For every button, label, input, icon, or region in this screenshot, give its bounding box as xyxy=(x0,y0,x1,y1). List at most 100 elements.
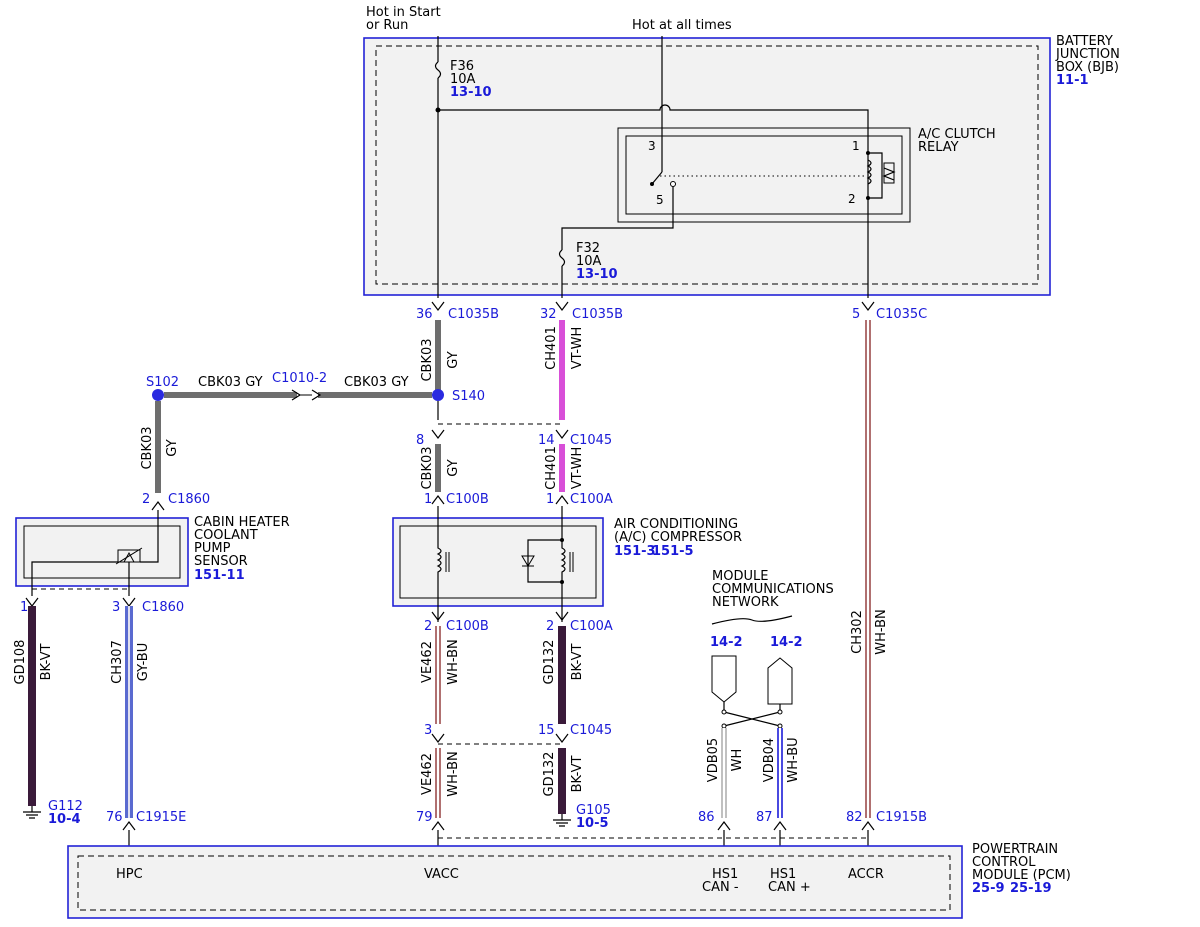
network-ref-left: 14-2 xyxy=(710,635,743,650)
ground-g105: G105 10-5 xyxy=(553,803,611,831)
pcm-pin-hs1-can-minus-1: HS1 xyxy=(712,867,738,882)
sensor-title-2: COOLANT xyxy=(194,528,258,543)
wire-ve462-lower-name: VE462 xyxy=(420,753,435,795)
wire-ch401-lower-color: VT-WH xyxy=(570,447,585,489)
wire-cbk03-sensor xyxy=(155,401,161,493)
f36-rating: 10A xyxy=(450,72,476,87)
compressor-title-2: (A/C) COMPRESSOR xyxy=(614,530,742,545)
pcm-pin-hs1-can-plus-2: CAN + xyxy=(768,880,811,895)
svg-text:5: 5 xyxy=(852,307,860,322)
connector-c100a-1: 1 C100A xyxy=(546,492,613,507)
svg-text:C1035B: C1035B xyxy=(448,307,499,322)
svg-text:C100A: C100A xyxy=(570,492,613,507)
wire-ch302-name: CH302 xyxy=(850,610,865,654)
svg-text:C1035C: C1035C xyxy=(876,307,927,322)
bjb-title-1: BATTERY xyxy=(1056,34,1113,49)
relay-pin-2: 2 xyxy=(848,192,856,206)
connector-c1915e-76: 76 C1915E xyxy=(106,810,186,831)
pcm-pin-hpc: HPC xyxy=(116,867,143,882)
pcm-pin-hs1-can-plus-1: HS1 xyxy=(770,867,796,882)
connector-c1045-15: 15 C1045 xyxy=(538,723,612,743)
pcm-ref-1: 25-9 xyxy=(972,881,1005,896)
f32-ref: 13-10 xyxy=(576,267,618,282)
splice-s140 xyxy=(432,389,444,401)
network-title-1: MODULE xyxy=(712,569,768,584)
wire-ch401-upper-name: CH401 xyxy=(544,326,559,370)
wire-ch307-name: CH307 xyxy=(110,640,125,684)
wire-cbk03-upper xyxy=(435,320,441,392)
svg-text:1: 1 xyxy=(546,492,554,507)
hot-start-run-1: Hot in Start xyxy=(366,5,441,20)
wire-gd132-lower-name: GD132 xyxy=(542,752,557,797)
wire-vdb05-color: WH xyxy=(730,749,745,772)
svg-text:79: 79 xyxy=(416,810,433,825)
wire-ve462-upper-name: VE462 xyxy=(420,641,435,683)
svg-text:C100B: C100B xyxy=(446,619,489,634)
svg-text:2: 2 xyxy=(424,619,432,634)
wire-cbk03-lower xyxy=(435,444,441,492)
wire-gd108 xyxy=(28,606,36,806)
network-brace xyxy=(711,615,793,625)
connector-pcm-87: 87 xyxy=(756,810,787,831)
pcm-ref-2: 25-19 xyxy=(1010,881,1052,896)
pcm-title-2: CONTROL xyxy=(972,855,1036,870)
connector-c100a-2: 2 C100A xyxy=(546,611,613,634)
svg-text:G105: G105 xyxy=(576,803,611,818)
connector-c1035b-36: 36 C1035B xyxy=(416,301,499,322)
wire-cbk03-sensor-color: GY xyxy=(165,439,180,456)
wire-gd108-color: BK-VT xyxy=(39,644,54,681)
sensor-title-3: PUMP xyxy=(194,541,231,556)
compressor-ref-2: 151-5 xyxy=(652,544,694,559)
svg-text:C100B: C100B xyxy=(446,492,489,507)
network-title-2: COMMUNICATIONS xyxy=(712,582,834,597)
hot-all-times: Hot at all times xyxy=(632,18,732,33)
connector-c1010-label: C1010-2 xyxy=(272,371,327,386)
wire-cbk03-lower-color: GY xyxy=(446,459,461,476)
wire-cbk03-sensor-name: CBK03 xyxy=(140,426,155,469)
ground-g112: G112 10-4 xyxy=(23,799,83,827)
wire-cbk03-horiz-left xyxy=(164,392,297,398)
connector-c1045-8: 8 xyxy=(416,429,445,448)
wire-gd132-lower xyxy=(558,748,566,814)
wire-ch307-color: GY-BU xyxy=(136,643,151,682)
relay-title-2: RELAY xyxy=(918,140,959,155)
relay-title-1: A/C CLUTCH xyxy=(918,127,996,142)
pcm-pin-vacc: VACC xyxy=(424,867,459,882)
splice-s140-label: S140 xyxy=(452,389,485,404)
wire-ch302-color: WH-BN xyxy=(874,609,889,655)
wire-gd132-lower-color: BK-VT xyxy=(570,756,585,793)
svg-text:2: 2 xyxy=(546,619,554,634)
svg-text:C1045: C1045 xyxy=(570,433,612,448)
svg-text:1: 1 xyxy=(424,492,432,507)
wire-vdb04-color: WH-BU xyxy=(786,737,801,782)
bjb-ref: 11-1 xyxy=(1056,73,1089,88)
network-title-3: NETWORK xyxy=(712,595,779,610)
network-ref-right: 14-2 xyxy=(770,635,803,650)
wire-vdb05-name: VDB05 xyxy=(706,738,721,782)
f32-rating: 10A xyxy=(576,254,602,269)
wire-ve462-upper-color: WH-BN xyxy=(446,639,461,685)
pcm-pin-hs1-can-minus-2: CAN - xyxy=(702,880,739,895)
fuse-f36-symbol xyxy=(434,61,442,79)
relay-pin-3: 3 xyxy=(648,139,656,153)
wire-cbk03-lower-name: CBK03 xyxy=(420,446,435,489)
connector-c100b-2: 2 C100B xyxy=(424,611,489,634)
wire-cbk03-upper-name: CBK03 xyxy=(420,338,435,381)
wire-cbk03-upper-color: GY xyxy=(446,351,461,368)
relay-pin-5: 5 xyxy=(656,193,664,207)
fuse-f32-symbol xyxy=(558,249,566,267)
connector-c1860-2: 2 C1860 xyxy=(142,492,210,511)
svg-text:C1915B: C1915B xyxy=(876,810,927,825)
network-arrow-right xyxy=(767,657,793,705)
compressor-ref-1: 151-3 xyxy=(614,544,656,559)
wire-gd132-upper-color: BK-VT xyxy=(570,644,585,681)
compressor-title-1: AIR CONDITIONING xyxy=(614,517,738,532)
wire-ve462-lower-color: WH-BN xyxy=(446,751,461,797)
connector-c1045-3: 3 xyxy=(424,723,445,743)
sensor-title-1: CABIN HEATER xyxy=(194,515,290,530)
svg-text:C1860: C1860 xyxy=(168,492,210,507)
battery-junction-box: BATTERY JUNCTION BOX (BJB) 11-1 xyxy=(363,34,1120,296)
pcm-title-3: MODULE (PCM) xyxy=(972,868,1071,883)
relay-pin-1: 1 xyxy=(852,139,860,153)
